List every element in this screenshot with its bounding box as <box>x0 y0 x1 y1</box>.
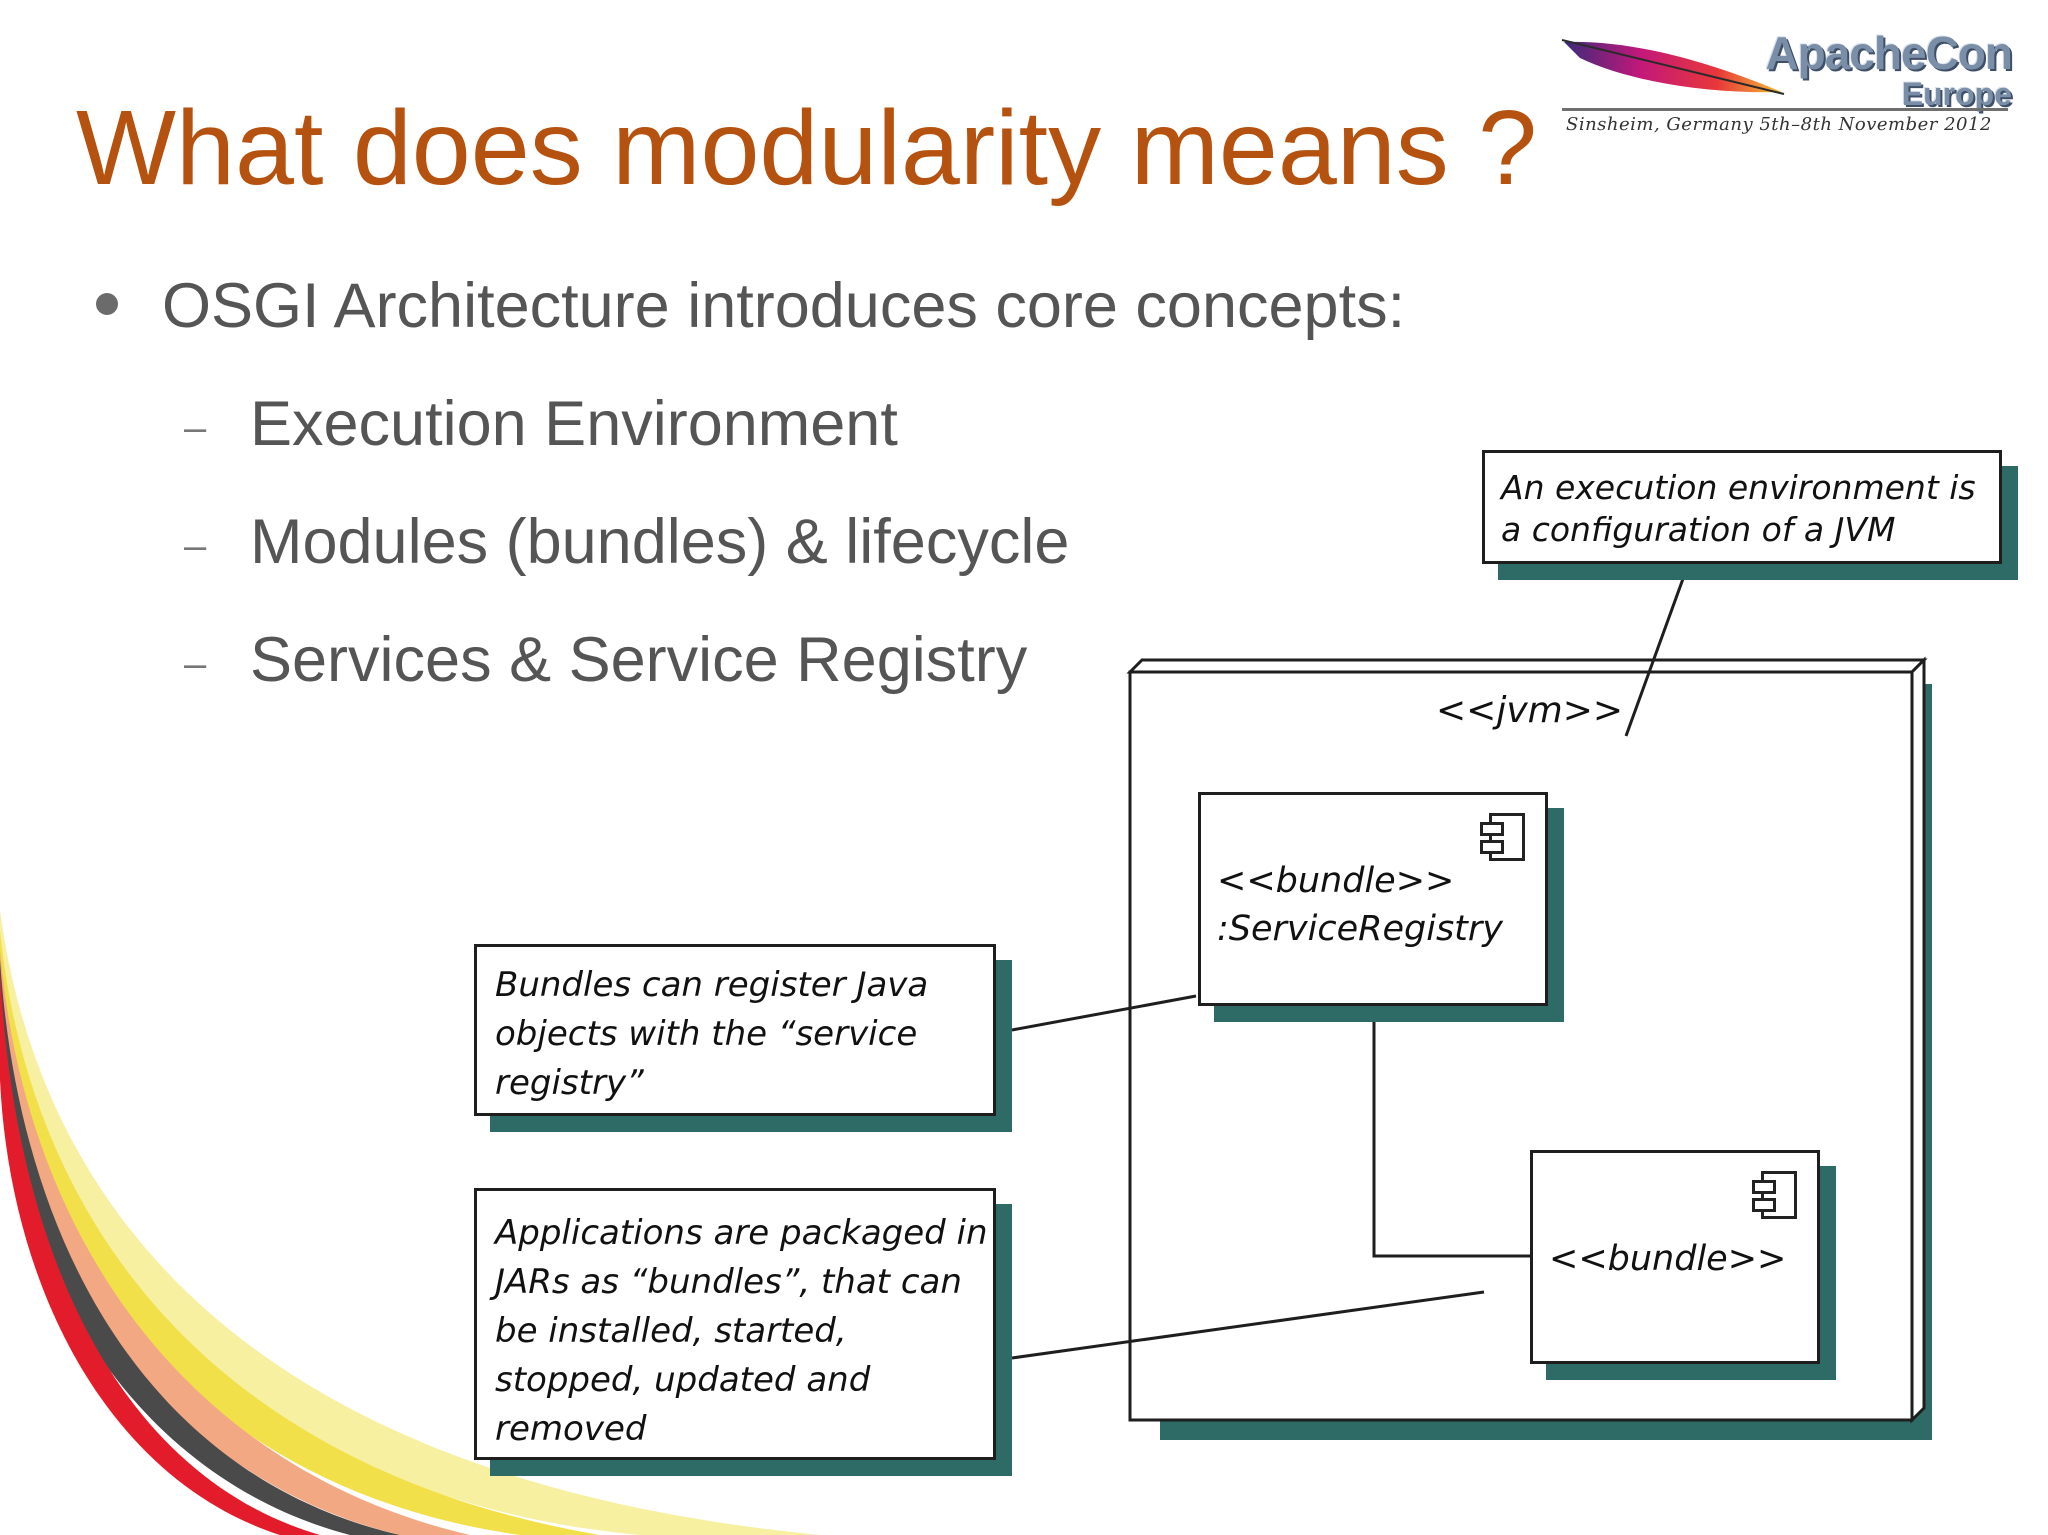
apachecon-logo: ApacheCon Europe <box>1765 27 2013 112</box>
sub-bullet-dash: – <box>184 642 207 686</box>
dependency-arrow <box>1372 1012 1532 1258</box>
arrowhead-icon <box>1366 1002 1382 1022</box>
slide-title: What does modularity means ? <box>76 89 1538 207</box>
logo-name: ApacheCon <box>1765 27 2013 79</box>
bundle-stereotype: <<bundle>> <box>1549 1239 1787 1279</box>
registry-stereotype: <<bundle>> <box>1217 861 1455 901</box>
connector-bundle <box>1011 1290 1485 1360</box>
service-registry-component: <<bundle>> :ServiceRegistry <box>1198 792 1548 1006</box>
logo-tagline: Sinsheim, Germany 5th–8th November 2012 <box>1566 114 1992 135</box>
bullet-dot <box>96 293 118 315</box>
sub-bullet-services: Services & Service Registry <box>250 625 1028 695</box>
jvm-stereotype-label: <<jvm>> <box>1436 690 1624 731</box>
bundle-component: <<bundle>> <box>1530 1150 1820 1364</box>
note-service-registry-text: Bundles can register Java objects with t… <box>495 965 929 1103</box>
connector-execution-env <box>1624 575 1686 737</box>
note-execution-environment: An execution environment is a configurat… <box>1482 450 2002 564</box>
sub-bullet-modules: Modules (bundles) & lifecycle <box>250 507 1070 577</box>
note-bundles-text: Applications are packaged in JARs as “bu… <box>495 1213 988 1449</box>
connector-service-registry <box>1011 994 1197 1032</box>
note-execution-environment-text: An execution environment is a configurat… <box>1501 468 1976 549</box>
sub-bullet-dash: – <box>184 406 207 450</box>
sub-bullet-execution-environment: Execution Environment <box>250 389 898 459</box>
registry-name: :ServiceRegistry <box>1217 909 1503 949</box>
sub-bullet-dash: – <box>184 524 207 568</box>
note-bundles: Applications are packaged in JARs as “bu… <box>474 1188 996 1460</box>
logo-divider <box>1562 108 2008 111</box>
logo-region: Europe <box>1901 76 2012 112</box>
component-icon <box>1480 813 1525 861</box>
component-icon <box>1752 1171 1797 1219</box>
bullet-main: OSGI Architecture introduces core concep… <box>162 271 1406 341</box>
feather-icon <box>1561 39 1785 95</box>
note-service-registry: Bundles can register Java objects with t… <box>474 944 996 1116</box>
